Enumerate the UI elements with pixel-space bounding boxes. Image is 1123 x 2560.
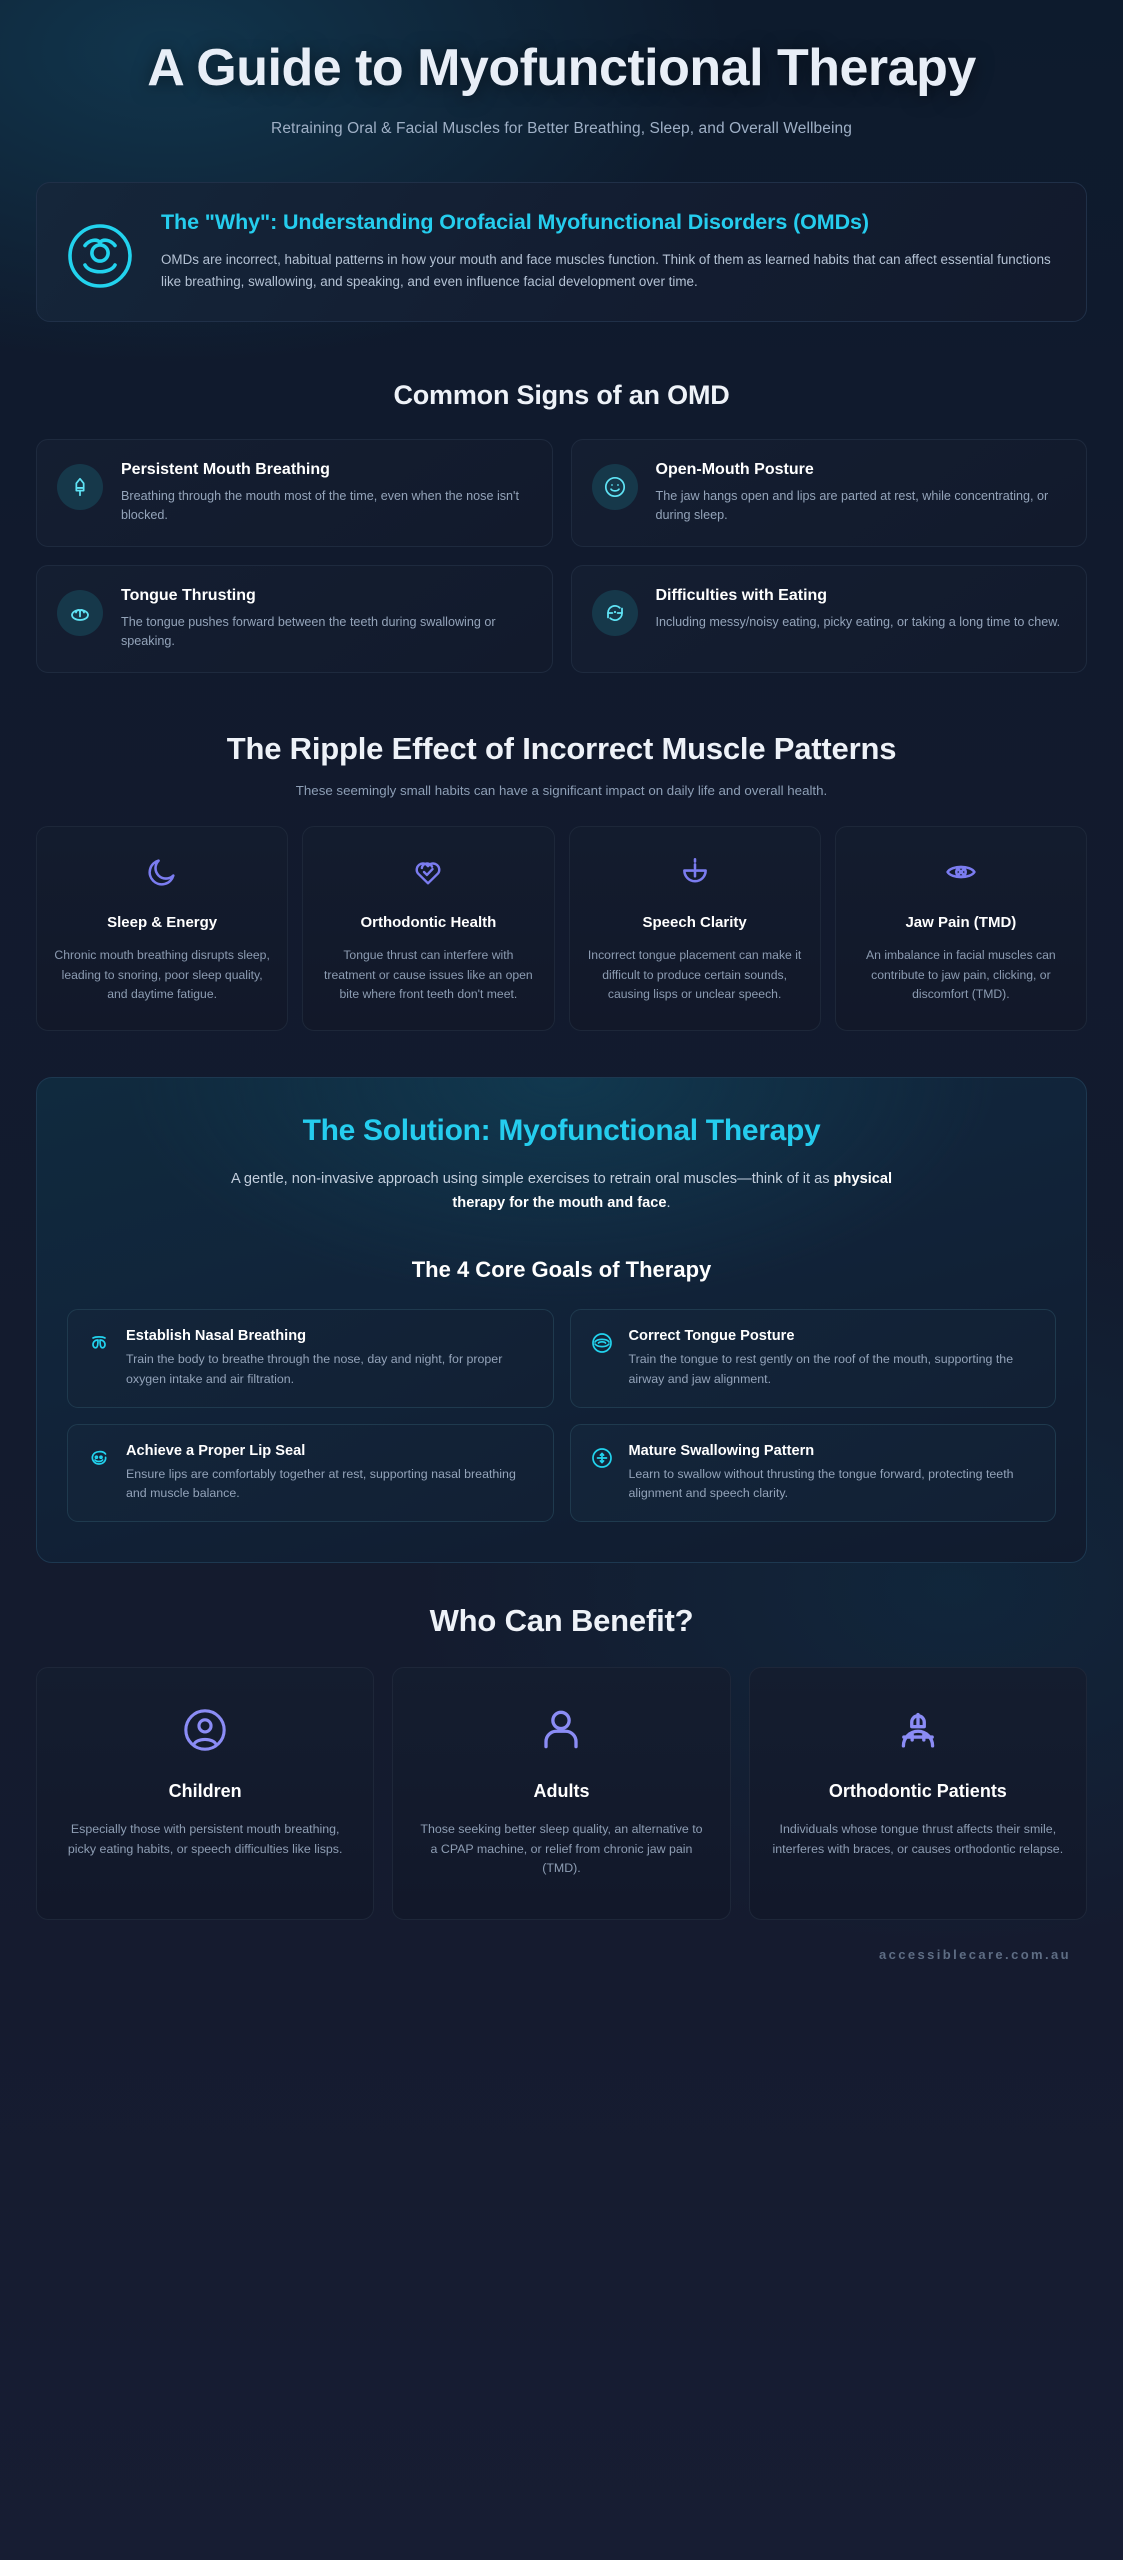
- solution-lead: A gentle, non-invasive approach using si…: [212, 1168, 912, 1215]
- footer: accessiblecare.com.au: [0, 1946, 1123, 1986]
- ripple-title: Jaw Pain (TMD): [905, 913, 1017, 931]
- adult-avatar-icon: [415, 1702, 707, 1758]
- page-subtitle: Retraining Oral & Facial Muscles for Bet…: [271, 120, 852, 138]
- benefit-text: Especially those with persistent mouth b…: [67, 1821, 343, 1856]
- benefit-heading: Who Can Benefit?: [429, 1603, 694, 1639]
- ripple-card: Speech Clarity Incorrect tongue placemen…: [568, 825, 821, 1032]
- sign-card: Persistent Mouth Breathing Breathing thr…: [36, 439, 553, 547]
- heart-check-icon: [317, 851, 539, 893]
- benefit-title: Orthodontic Patients: [828, 1781, 1007, 1802]
- goal-card: Establish Nasal Breathing Train the body…: [67, 1309, 554, 1408]
- ripple-title: Speech Clarity: [642, 913, 747, 931]
- sign-text: Breathing through the mouth most of the …: [121, 488, 519, 523]
- lips-seal-icon: [86, 1445, 112, 1471]
- sign-title: Difficulties with Eating: [655, 586, 828, 604]
- ripple-text: Tongue thrust can interfere with treatme…: [324, 948, 533, 1001]
- benefit-title: Children: [168, 1781, 242, 1802]
- page-title: A Guide to Myofunctional Therapy: [147, 39, 976, 97]
- refresh-chew-icon: [591, 589, 638, 636]
- solution-lead-bold: physical therapy for the mouth and face: [452, 1171, 893, 1211]
- signs-grid: Persistent Mouth Breathing Breathing thr…: [0, 439, 1123, 673]
- sign-title: Open-Mouth Posture: [655, 461, 814, 479]
- goal-text: Learn to swallow without thrusting the t…: [628, 1466, 1014, 1501]
- benefit-card: Adults Those seeking better sleep qualit…: [392, 1667, 731, 1921]
- solution-lead-part-1: A gentle, non-invasive approach using si…: [230, 1171, 834, 1188]
- moon-icon: [51, 851, 273, 893]
- ripple-heading: The Ripple Effect of Incorrect Muscle Pa…: [226, 730, 897, 766]
- solution-title: The Solution: Myofunctional Therapy: [302, 1114, 821, 1148]
- ripple-text: Incorrect tongue placement can make it d…: [587, 948, 802, 1001]
- ripple-card: Orthodontic Health Tongue thrust can int…: [302, 825, 555, 1032]
- goal-text: Ensure lips are comfortably together at …: [126, 1466, 516, 1501]
- solution-lead-part-2: .: [666, 1194, 671, 1211]
- ripple-title: Orthodontic Health: [360, 913, 497, 931]
- ripple-card: Sleep & Energy Chronic mouth breathing d…: [36, 825, 289, 1032]
- goal-title: Establish Nasal Breathing: [126, 1328, 307, 1345]
- nose-breathing-icon: [57, 464, 103, 511]
- solution-panel: The Solution: Myofunctional Therapy A ge…: [36, 1077, 1087, 1564]
- sign-text: The jaw hangs open and lips are parted a…: [655, 488, 1049, 523]
- tongue-roof-icon: [589, 1330, 615, 1356]
- sign-card: Open-Mouth Posture The jaw hangs open an…: [570, 439, 1087, 547]
- goal-card: Mature Swallowing Pattern Learn to swall…: [569, 1423, 1056, 1523]
- ripple-subheading: These seemingly small habits can have a …: [295, 782, 828, 798]
- goal-title: Mature Swallowing Pattern: [628, 1442, 815, 1459]
- sign-title: Persistent Mouth Breathing: [121, 461, 330, 479]
- hero-section: A Guide to Myofunctional Therapy Retrain…: [0, 0, 1123, 168]
- ripple-card: Jaw Pain (TMD) An imbalance in facial mu…: [834, 825, 1087, 1032]
- speech-bowl-icon: [584, 851, 806, 893]
- benefit-text: Those seeking better sleep quality, an a…: [420, 1821, 703, 1876]
- why-title: The "Why": Understanding Orofacial Myofu…: [161, 210, 869, 235]
- nose-icon: [86, 1330, 112, 1356]
- swallow-arrows-icon: [589, 1445, 615, 1471]
- sign-text: The tongue pushes forward between the te…: [121, 614, 496, 649]
- benefit-card: Orthodontic Patients Individuals whose t…: [748, 1667, 1087, 1921]
- sign-title: Tongue Thrusting: [121, 586, 256, 604]
- ripple-grid: Sleep & Energy Chronic mouth breathing d…: [0, 825, 1123, 1032]
- goal-card: Correct Tongue Posture Train the tongue …: [569, 1309, 1056, 1408]
- goal-text: Train the tongue to rest gently on the r…: [628, 1352, 1014, 1386]
- child-avatar-icon: [59, 1702, 351, 1758]
- ripple-text: An imbalance in facial muscles can contr…: [866, 948, 1056, 1001]
- goals-heading: The 4 Core Goals of Therapy: [411, 1257, 712, 1283]
- goal-card: Achieve a Proper Lip Seal Ensure lips ar…: [67, 1423, 554, 1523]
- benefit-text: Individuals whose tongue thrust affects …: [772, 1821, 1064, 1856]
- ripple-text: Chronic mouth breathing disrupts sleep, …: [54, 948, 270, 1001]
- eye-target-icon: [850, 851, 1072, 893]
- sign-card: Difficulties with Eating Including messy…: [570, 564, 1087, 673]
- benefit-title: Adults: [533, 1781, 590, 1802]
- why-text: OMDs are incorrect, habitual patterns in…: [161, 251, 1051, 290]
- sign-text: Including messy/noisy eating, picky eati…: [655, 614, 1061, 629]
- goal-title: Correct Tongue Posture: [628, 1328, 795, 1345]
- benefit-grid: Children Especially those with persisten…: [0, 1667, 1123, 1921]
- goals-grid: Establish Nasal Breathing Train the body…: [67, 1309, 1056, 1523]
- site-url: accessiblecare.com.au: [878, 1947, 1071, 1963]
- why-card: The "Why": Understanding Orofacial Myofu…: [36, 182, 1087, 323]
- sign-card: Tongue Thrusting The tongue pushes forwa…: [36, 564, 553, 673]
- goal-text: Train the body to breathe through the no…: [126, 1352, 503, 1386]
- goal-title: Achieve a Proper Lip Seal: [126, 1442, 306, 1459]
- ripple-title: Sleep & Energy: [107, 913, 218, 931]
- signs-heading: Common Signs of an OMD: [393, 380, 730, 411]
- tongue-icon: [57, 589, 103, 636]
- open-mouth-smiley-icon: [591, 464, 638, 511]
- face-in-circle-icon: [61, 217, 139, 295]
- braces-patient-icon: [772, 1702, 1064, 1758]
- benefit-card: Children Especially those with persisten…: [36, 1667, 375, 1921]
